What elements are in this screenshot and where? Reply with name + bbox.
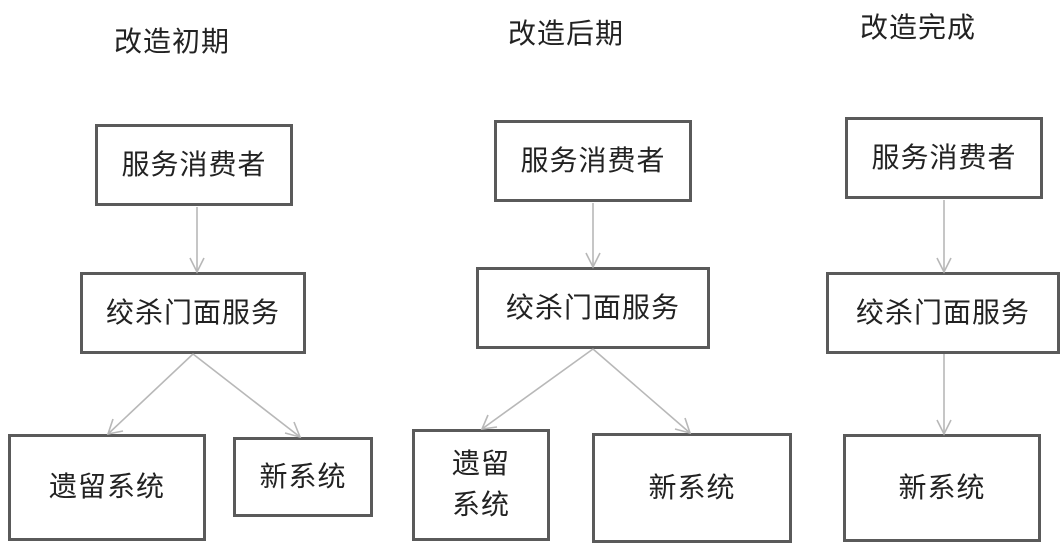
stage-3-title: 改造完成: [860, 11, 977, 44]
stage-2-facade-to-legacy-arrow: [480, 348, 594, 430]
stage-2-legacy-label-line-1: 遗留: [451, 447, 510, 481]
stage-3-service-consumer-box: 服务消费者: [845, 117, 1043, 199]
stage-1-service-consumer-box: 服务消费者: [95, 124, 293, 206]
stage-1-legacy-system-box: 遗留系统: [8, 434, 206, 541]
stage-2-facade-to-new-arrow: [592, 348, 692, 435]
stage-1-title: 改造初期: [114, 25, 231, 58]
stage-3-facade-to-new-arrow: [936, 354, 952, 436]
stage-2-title: 改造后期: [508, 17, 625, 50]
stage-3-consumer-to-facade-arrow: [936, 200, 952, 274]
stage-1-new-system-box: 新系统: [233, 437, 373, 517]
stage-1-facade-to-legacy-arrow: [106, 353, 194, 436]
stage-2-service-consumer-box: 服务消费者: [494, 120, 692, 202]
stage-3-new-system-box: 新系统: [843, 434, 1041, 542]
stage-3-strangler-facade-box: 绞杀门面服务: [826, 272, 1060, 354]
stage-1-consumer-to-facade-arrow: [189, 207, 205, 274]
stage-2-legacy-system-box: 遗留 系统: [412, 429, 550, 541]
stage-2-legacy-label-line-2: 系统: [451, 488, 510, 521]
stage-2-new-system-box: 新系统: [592, 433, 792, 543]
stage-1-facade-to-new-arrow: [192, 353, 302, 439]
stage-1-strangler-facade-box: 绞杀门面服务: [80, 272, 306, 354]
stage-2-consumer-to-facade-arrow: [585, 203, 601, 269]
